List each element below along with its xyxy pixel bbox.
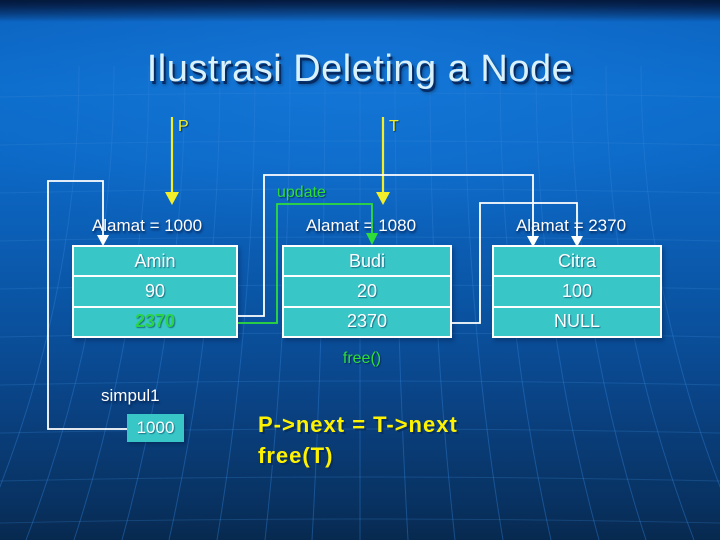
top-shade [0,0,720,22]
node3-table: Citra 100 NULL [492,245,662,338]
node3-value-cell: 100 [494,277,660,308]
code-line-2: free(T) [258,443,334,468]
node2-value-cell: 20 [284,277,450,308]
update-label: update [277,184,326,201]
code-line-1: P->next = T->next [258,412,458,437]
slide-title: Ilustrasi Deleting a Node [146,48,574,90]
node1-address-label: Alamat = 1000 [91,216,203,235]
simpul1-label: simpul1 [101,386,160,405]
node1-next-cell: 2370 [134,311,176,332]
pointer-label-t: T [389,118,399,135]
node3-next-cell: NULL [553,311,601,332]
node1-name-cell: Amin [74,247,236,278]
pointer-label-p: P [178,118,189,135]
free-label: free() [342,350,382,367]
node2-address-label: Alamat = 1080 [305,216,417,235]
node2-next-cell: 2370 [346,311,388,332]
node2-table: Budi 20 2370 [282,245,452,338]
node1-value-cell: 90 [74,277,236,308]
node3-name-cell: Citra [494,247,660,278]
node3-address-label: Alamat = 2370 [515,216,627,235]
node1-table: Amin 90 2370 [72,245,238,338]
code-block: P->next = T->next free(T) [258,409,458,471]
head-value-box: 1000 [127,414,184,442]
node2-name-cell: Budi [284,247,450,278]
